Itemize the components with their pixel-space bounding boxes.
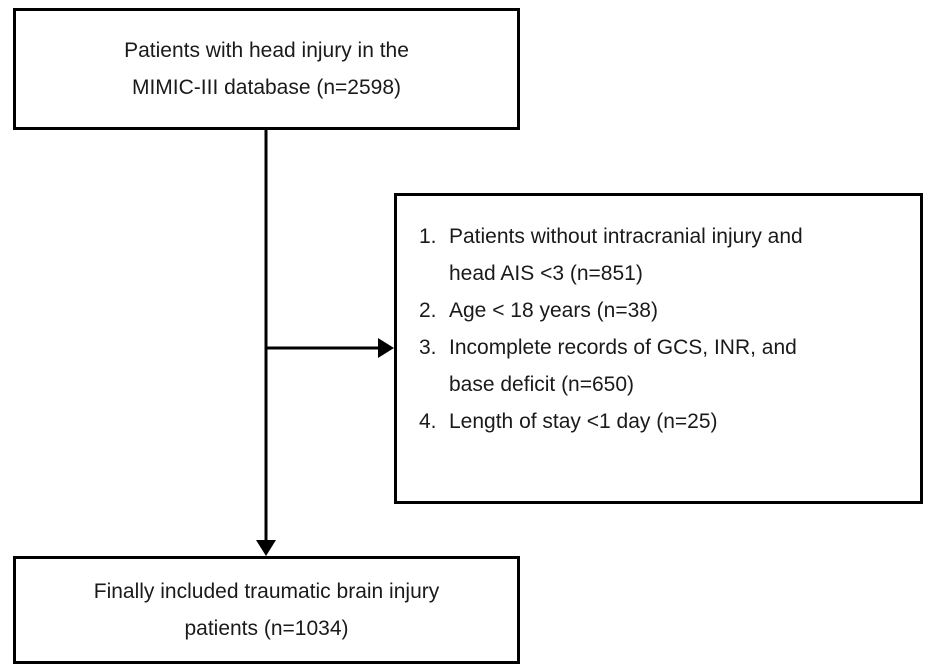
exclusion-item-text: Age < 18 years (n=38)	[449, 299, 658, 322]
exclusion-item-4: 4. Length of stay <1 day (n=25)	[419, 403, 920, 440]
exclusion-item-text: base deficit (n=650)	[449, 373, 635, 396]
exclusion-item-number: 4.	[419, 410, 437, 433]
exclusion-item-text: Length of stay <1 day (n=25)	[449, 410, 718, 433]
exclusion-item-text: head AIS <3 (n=851)	[449, 262, 643, 285]
exclusion-item-number: 2.	[419, 299, 437, 322]
exclusion-item-3: 3. Incomplete records of GCS, INR, and b…	[419, 329, 920, 403]
arrow-right-to-exclusion	[378, 338, 394, 358]
initial-cohort-line-2: MIMIC-III database (n=2598)	[131, 76, 402, 99]
exclusion-item-2: 2. Age < 18 years (n=38)	[419, 292, 920, 329]
initial-cohort-box: Patients with head injury in the MIMIC-I…	[13, 8, 520, 130]
exclusion-item-text: Patients without intracranial injury and	[449, 225, 803, 248]
arrow-down-to-final	[256, 540, 276, 556]
final-cohort-line-1: Finally included traumatic brain injury	[93, 580, 440, 603]
final-cohort-line-2: patients (n=1034)	[184, 617, 349, 640]
exclusion-item-number: 3.	[419, 336, 437, 359]
final-cohort-box: Finally included traumatic brain injury …	[13, 556, 520, 664]
exclusion-criteria-box: 1. Patients without intracranial injury …	[394, 193, 923, 504]
exclusion-item-text: Incomplete records of GCS, INR, and	[449, 336, 797, 359]
initial-cohort-line-1: Patients with head injury in the	[124, 39, 409, 62]
exclusion-item-number: 1.	[419, 225, 437, 248]
exclusion-item-1: 1. Patients without intracranial injury …	[419, 218, 920, 292]
